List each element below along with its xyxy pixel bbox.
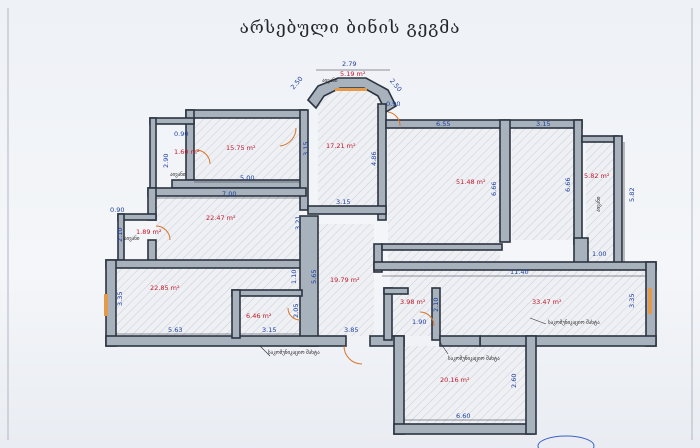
shaft-note: საკომუნიკაციო შახტა (548, 319, 600, 326)
dim-label: 5.00 (240, 174, 254, 182)
room-name-label: აივანი (170, 171, 186, 178)
stamp-mark (537, 435, 595, 448)
area-label: 3.98 m² (400, 298, 426, 306)
dim-label: 2.50 (289, 75, 304, 91)
area-label: 20.16 m² (440, 376, 470, 384)
area-label: 5.19 m² (340, 70, 366, 78)
dim-label: 0.90 (386, 100, 400, 108)
dim-label: 2.10 (116, 228, 124, 242)
dim-label: 3.35 (116, 292, 124, 306)
area-label: 15.75 m² (226, 144, 256, 152)
dim-label: 3.35 (628, 294, 636, 308)
windows (104, 88, 652, 316)
dim-label: 2.05 (292, 304, 300, 318)
dim-label: 3.15 (536, 120, 550, 128)
area-label: 19.79 m² (330, 276, 360, 284)
dim-label: 6.60 (456, 412, 470, 420)
dim-label: 3.15 (336, 198, 350, 206)
dim-label: 3.15 (302, 142, 310, 156)
dim-label: 3.15 (262, 326, 276, 334)
dim-label: 11.40 (510, 268, 529, 276)
dim-label: 3.85 (344, 326, 358, 334)
dim-label: 5.65 (310, 270, 318, 284)
dim-label: 2.60 (510, 374, 518, 388)
dim-label: 1.00 (592, 250, 606, 258)
room-name-label: აივანი (595, 196, 602, 212)
dim-label: 5.63 (168, 326, 182, 334)
dim-label: 2.10 (432, 298, 440, 312)
dim-label: 2.50 (388, 77, 403, 93)
dim-label: 7.00 (222, 190, 236, 198)
doors (155, 111, 435, 365)
area-labels: 5.19 m² 15.75 m² 17.21 m² 51.48 m² 5.82 … (136, 70, 610, 384)
room-name-label: აივანი (124, 235, 140, 242)
dim-label: 2.79 (342, 60, 356, 68)
plan-title: არსებული ბინის გეგმა (239, 18, 461, 38)
dim-label: 6.55 (436, 120, 450, 128)
shaft-note: საკომუნიკაციო შახტა (448, 355, 500, 362)
dim-label: 2.90 (162, 154, 170, 168)
area-label: 22.47 m² (206, 214, 236, 222)
area-label: 51.48 m² (456, 178, 486, 186)
dim-label: 0.90 (110, 206, 124, 214)
walls (105, 77, 657, 435)
dim-label: 1.10 (290, 270, 298, 284)
area-label: 5.82 m² (584, 172, 610, 180)
room-name-labels: აივანი აივანი აივანი აივანი (124, 77, 602, 242)
dim-label: 0.90 (174, 130, 188, 138)
floor-fills (116, 86, 646, 426)
area-label: 33.47 m² (532, 298, 562, 306)
area-label: 22.85 m² (150, 284, 180, 292)
dimension-lines (116, 69, 646, 421)
dim-label: 5.82 (628, 188, 636, 202)
shaft-note: საკომუნიკაციო შახტა (268, 349, 320, 356)
area-label: 17.21 m² (326, 142, 356, 150)
dim-label: 1.90 (412, 318, 426, 326)
dim-label: 6.66 (564, 178, 572, 192)
area-label: 1.89 m² (136, 228, 162, 236)
dim-label: 3.21 (294, 216, 302, 230)
dim-label: 6.66 (490, 182, 498, 196)
dim-label: 4.86 (370, 152, 378, 166)
shaft-notes: საკომუნიკაციო შახტა საკომუნიკაციო შახტა … (259, 317, 600, 362)
area-label: 1.60 m² (174, 148, 200, 156)
area-label: 6.46 m² (246, 312, 272, 320)
room-name-label: აივანი (322, 77, 338, 84)
